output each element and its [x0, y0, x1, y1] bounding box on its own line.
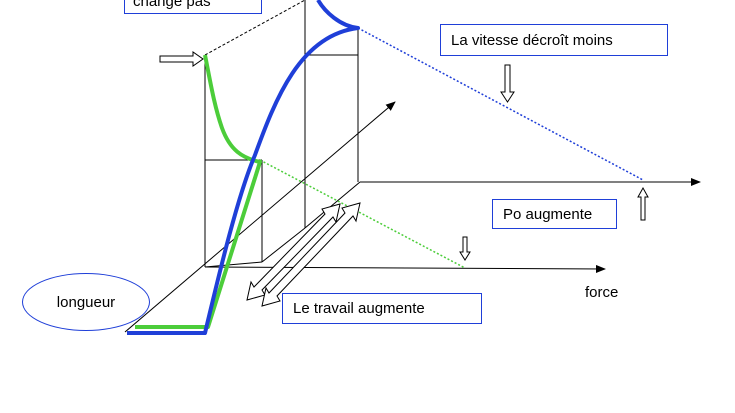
blue-curve: [127, 0, 360, 335]
construction-frames: [204, 0, 361, 268]
speed-note-box: La vitesse décroît moins: [440, 24, 668, 56]
power-note-text: Po augmente: [503, 206, 593, 223]
arrow-right-icon: [159, 51, 204, 67]
length-oval: longueur: [22, 273, 150, 331]
arrow-up-icon: [637, 186, 649, 221]
force-axis-front: [204, 264, 606, 273]
force-axis-label-text: force: [585, 284, 619, 301]
double-arrow-icon: [246, 202, 361, 307]
top-left-note-box: change pas: [124, 0, 262, 14]
force-axis-label: force: [585, 284, 618, 301]
work-note-text: Le travail augmente: [293, 300, 425, 317]
length-oval-text: longueur: [56, 293, 116, 311]
speed-note-text: La vitesse décroît moins: [451, 32, 613, 49]
arrow-down-icon: [500, 64, 515, 103]
top-left-note-text: change pas: [133, 0, 211, 10]
green-dotted-extension: [259, 159, 466, 269]
work-note-box: Le travail augmente: [282, 293, 482, 324]
blue-dotted-extension: [357, 27, 644, 181]
arrow-down-icon: [459, 236, 471, 261]
length-axis: [124, 101, 396, 333]
dashed-projection: [204, 0, 306, 56]
power-note-box: Po augmente: [492, 199, 617, 229]
